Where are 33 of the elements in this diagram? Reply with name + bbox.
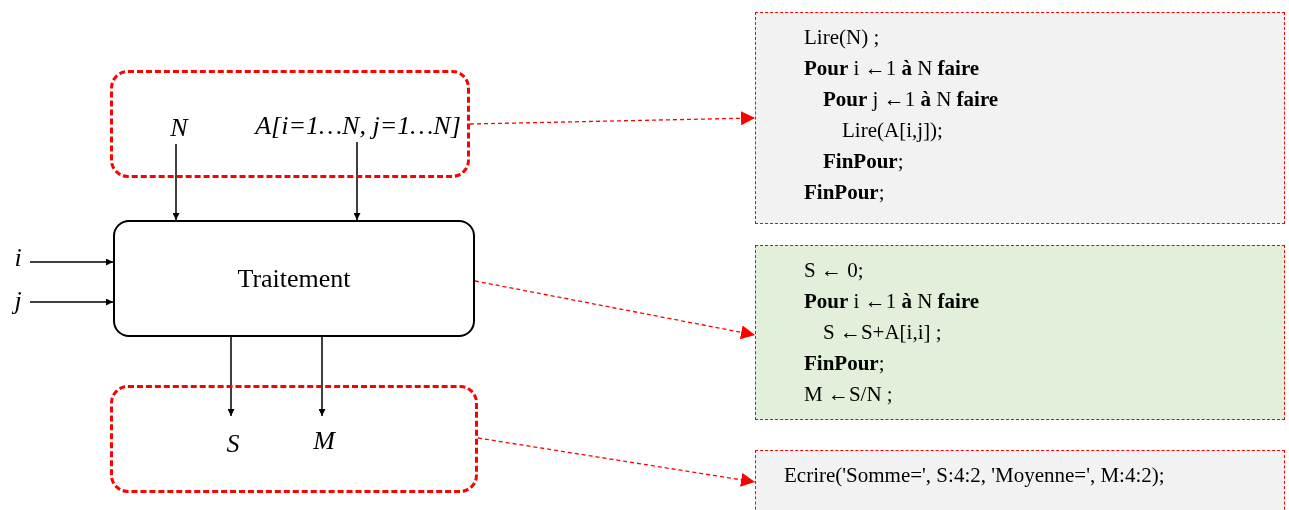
- arrow: [172, 143, 180, 221]
- code-box: [755, 245, 1285, 420]
- dashed-group-box: [110, 70, 470, 178]
- code-line: FinPour;: [804, 180, 885, 205]
- code-line: S ←S+A[i,i] ;: [823, 320, 942, 345]
- code-box: [755, 12, 1285, 224]
- variable-label: M: [307, 419, 341, 463]
- code-line: FinPour;: [823, 149, 904, 174]
- code-line: M ←S/N ;: [804, 382, 893, 407]
- arrow: [474, 280, 756, 340]
- variable-label: i: [6, 240, 30, 276]
- arrow: [477, 437, 756, 487]
- code-box: [755, 450, 1285, 510]
- code-line: Lire(N) ;: [804, 25, 880, 50]
- variable-label: N: [165, 109, 193, 147]
- code-line: FinPour;: [804, 351, 885, 376]
- arrow: [469, 111, 756, 126]
- code-line: Lire(A[i,j]);: [842, 118, 943, 143]
- arrow: [29, 258, 114, 266]
- code-line: Ecrire('Somme=', S:4:2, 'Moyenne=', M:4:2);: [784, 463, 1165, 488]
- variable-label: S: [219, 419, 247, 469]
- arrow: [29, 298, 114, 306]
- code-line: Pour i ←1 à N faire: [804, 56, 980, 81]
- code-line: S ← 0;: [804, 258, 864, 283]
- variable-label: A[i=1…N, j=1…N]: [249, 107, 467, 145]
- process-box: Traitement: [113, 220, 475, 337]
- dashed-group-box: [110, 385, 478, 493]
- arrow: [353, 141, 361, 221]
- arrow: [227, 336, 235, 417]
- code-line: Pour j ←1 à N faire: [823, 87, 999, 112]
- code-line: Pour i ←1 à N faire: [804, 289, 980, 314]
- arrow: [318, 336, 326, 417]
- variable-label: j: [6, 282, 30, 320]
